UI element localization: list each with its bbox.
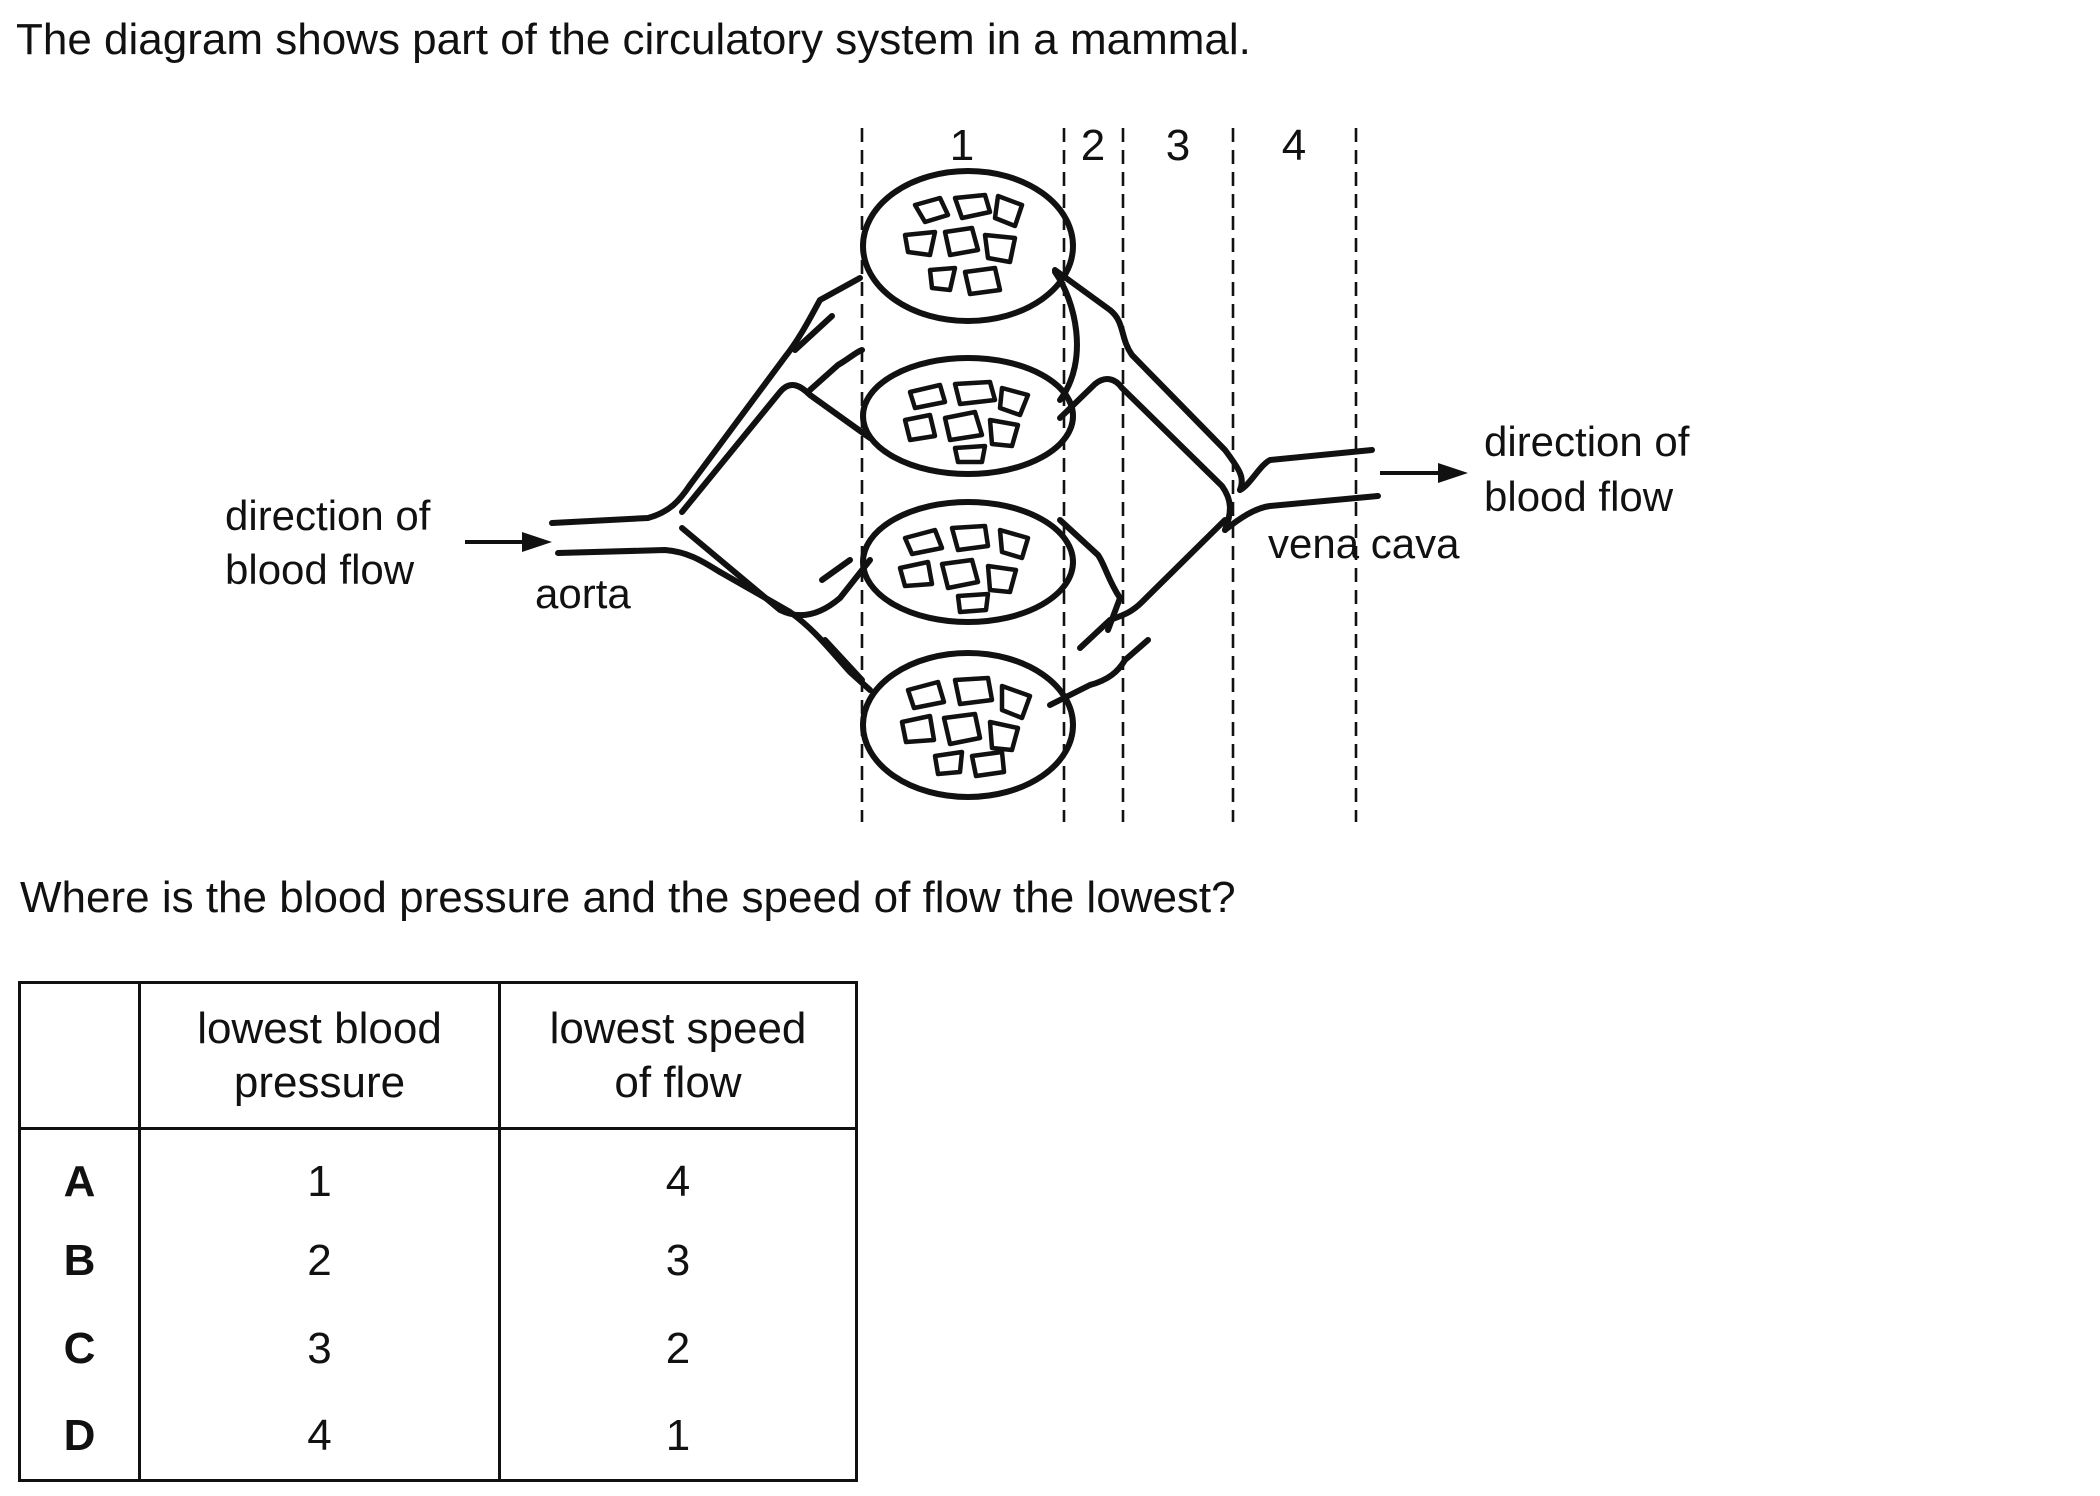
region-label-1: 1 [950, 121, 974, 170]
capillary-bed [860, 499, 1076, 625]
header-line: lowest speed [549, 1003, 807, 1053]
speed-value: 3 [665, 1235, 691, 1285]
aorta-label: aorta [535, 570, 631, 617]
speed-value: 2 [665, 1323, 691, 1373]
header-line: pressure [233, 1057, 406, 1107]
table-row[interactable]: A 1 4 [19, 1128, 857, 1217]
option-letter[interactable]: C [19, 1304, 141, 1393]
table-header-row: lowest blood pressure lowest speed of fl… [19, 982, 857, 1130]
table-row[interactable]: D 4 1 [19, 1392, 857, 1481]
left-flow-label: blood flow [225, 546, 415, 593]
right-flow-label: blood flow [1484, 473, 1674, 520]
right-flow-label: direction of [1484, 418, 1690, 465]
table-row[interactable]: B 2 3 [19, 1216, 857, 1305]
answer-table: lowest blood pressure lowest speed of fl… [18, 981, 858, 1482]
header-line: lowest blood [197, 1003, 442, 1053]
arterial-vessels [549, 275, 873, 693]
region-label-4: 4 [1282, 121, 1306, 170]
table-header-blood-pressure: lowest blood pressure [139, 982, 501, 1130]
table-row[interactable]: C 3 2 [19, 1304, 857, 1393]
blood-pressure-value: 3 [139, 1304, 501, 1393]
capillary-bed [860, 355, 1076, 477]
speed-value: 4 [665, 1157, 691, 1207]
blood-pressure-value: 4 [139, 1392, 501, 1481]
capillary-bed [860, 650, 1076, 800]
left-flow-label: direction of [225, 492, 431, 539]
circulatory-diagram: 1 2 3 4 [225, 121, 1690, 822]
region-label-3: 3 [1166, 121, 1190, 170]
region-label-2: 2 [1081, 121, 1105, 170]
header-line: of flow [614, 1057, 742, 1107]
venous-vessels [1047, 267, 1381, 708]
table-header-speed: lowest speed of flow [499, 982, 857, 1130]
question-text: Where is the blood pressure and the spee… [20, 873, 1236, 922]
vena-cava-label: vena cava [1268, 520, 1460, 567]
right-flow-arrow [1380, 463, 1468, 483]
blood-pressure-value: 2 [139, 1216, 501, 1305]
left-flow-arrow [465, 532, 552, 552]
option-letter[interactable]: D [19, 1392, 141, 1481]
option-letter[interactable]: A [19, 1128, 141, 1217]
table-header-empty [19, 982, 141, 1130]
intro-text: The diagram shows part of the circulator… [16, 15, 1251, 64]
option-letter[interactable]: B [19, 1216, 141, 1305]
capillary-bed [860, 168, 1076, 324]
blood-pressure-value: 1 [139, 1128, 501, 1217]
speed-value: 1 [665, 1410, 691, 1460]
